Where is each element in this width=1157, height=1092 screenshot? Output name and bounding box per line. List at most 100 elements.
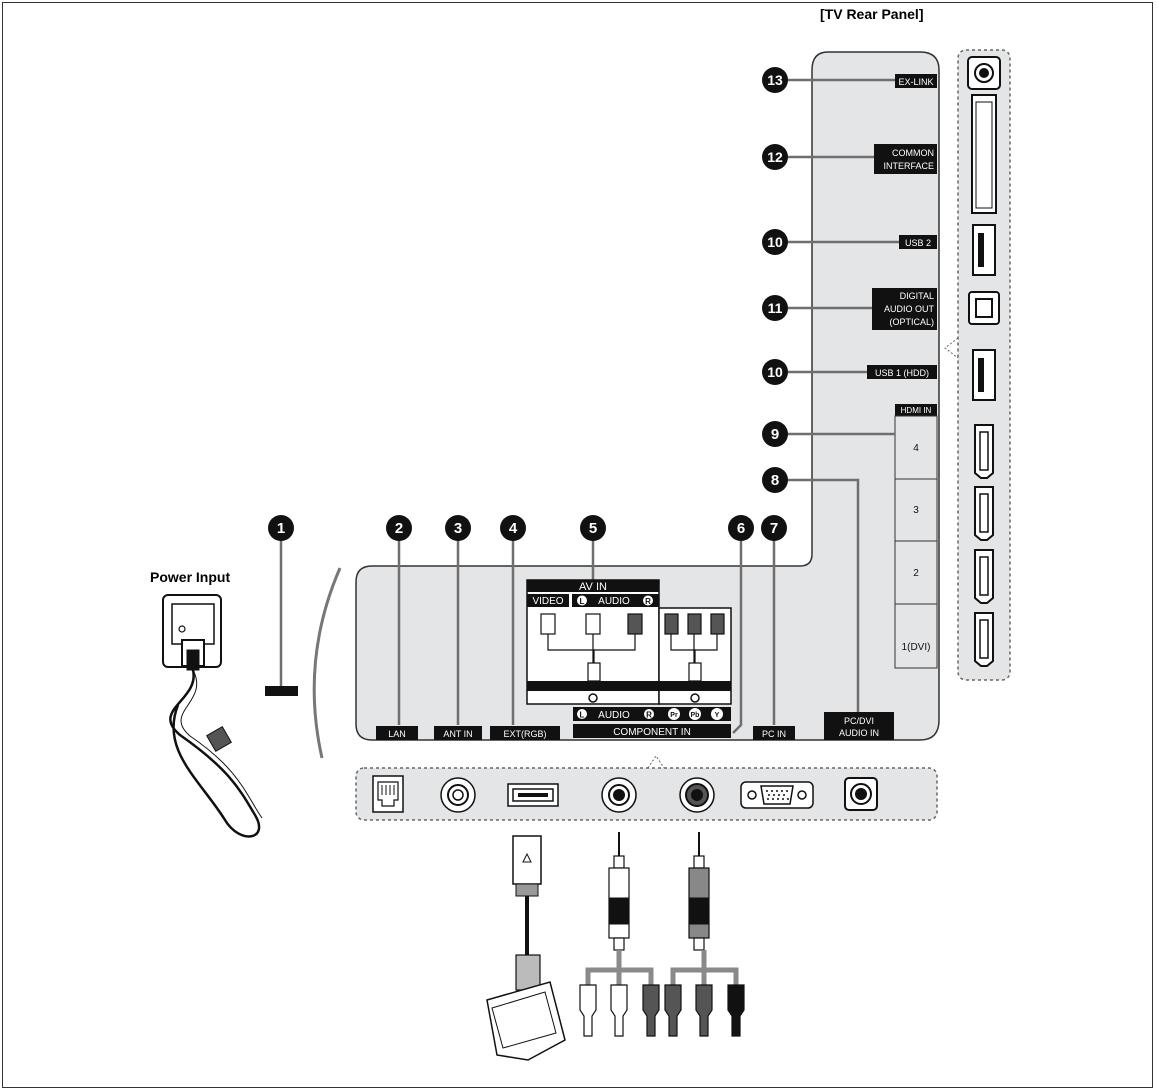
callout-2-number: 2 xyxy=(395,520,403,537)
power-input-illustration xyxy=(162,594,263,838)
rear-panel-body xyxy=(355,51,940,741)
scart-cable-illustration xyxy=(486,835,566,1061)
callout-5-number: 5 xyxy=(589,520,597,537)
leader-line-8 xyxy=(787,478,860,712)
lower-audio-r-badge xyxy=(644,709,654,719)
hdmi-port-2 xyxy=(974,549,994,604)
av-audio-r-letter: R xyxy=(645,597,651,606)
component-audio-jack-mark xyxy=(690,693,700,703)
ex-link-label-bg xyxy=(895,74,937,88)
common-interface-label-bg xyxy=(874,144,937,174)
callout-6: 6 xyxy=(728,515,754,541)
component-in-label: COMPONENT IN xyxy=(613,727,691,738)
av-audio-l-badge xyxy=(577,595,587,606)
usb2-port-tongue xyxy=(978,233,984,267)
pc-in-label: PC IN xyxy=(762,729,786,739)
common-interface-label-line1: COMMON xyxy=(892,148,934,158)
video-label: VIDEO xyxy=(532,596,563,607)
bottom-strip-pointer xyxy=(647,755,665,769)
component-in-label-bg xyxy=(573,724,731,738)
lower-audio-label: AUDIO xyxy=(598,710,630,721)
lan-label-bg xyxy=(376,726,418,740)
hdmi-port-label-1: 1(DVI) xyxy=(902,642,931,653)
pc-dvi-audio-label-line1: PC/DVI xyxy=(844,716,874,726)
ex-link-label: EX-LINK xyxy=(898,77,933,87)
component-audio-cable-illustration xyxy=(664,832,745,1037)
lower-audio-l-letter: L xyxy=(580,711,585,720)
callout-9: 9 xyxy=(762,421,788,447)
component-bar xyxy=(659,681,731,691)
av-in-bar xyxy=(527,681,659,691)
callout-10-usb2-number: 10 xyxy=(767,234,783,250)
digital-audio-label-line1: DIGITAL xyxy=(900,291,934,301)
ant-in-jack xyxy=(440,777,476,813)
callout-8-number: 8 xyxy=(771,472,779,489)
leader-line-6 xyxy=(732,540,743,734)
av-audio-label: AUDIO xyxy=(598,596,630,607)
av-audio-cable-illustration xyxy=(579,832,660,1037)
power-input-label: Power Input xyxy=(150,569,231,585)
pc-in-jack xyxy=(740,781,814,809)
component-pb-badge xyxy=(689,708,701,720)
callout-4: 4 xyxy=(500,515,526,541)
ext-rgb-jack xyxy=(507,783,559,807)
ex-link-jack-center xyxy=(979,68,989,78)
hdmi-column xyxy=(894,415,938,669)
callout-12-number: 12 xyxy=(767,149,783,165)
av-audio-l-letter: L xyxy=(580,597,585,606)
digital-audio-label-bg xyxy=(872,288,937,330)
lower-audio-label-bg xyxy=(573,707,659,721)
pc-in-label-bg xyxy=(753,726,795,740)
pc-dvi-audio-jack xyxy=(844,777,878,811)
callout-10-usb2: 10 xyxy=(762,229,788,255)
callout-11: 11 xyxy=(762,295,788,321)
usb2-label: USB 2 xyxy=(905,238,931,248)
pc-dvi-audio-label-bg xyxy=(824,712,894,740)
side-strip-pointer xyxy=(944,337,959,359)
component-y-letter: Y xyxy=(715,712,720,719)
hdmi-in-label: HDMI IN xyxy=(901,406,932,415)
component-cable-illustration xyxy=(664,613,725,682)
hdmi-port-3 xyxy=(974,486,994,541)
callout-11-number: 11 xyxy=(768,300,783,316)
av-in-cable-illustration xyxy=(540,613,643,682)
callout-12: 12 xyxy=(762,144,788,170)
lan-label: LAN xyxy=(388,729,406,739)
ant-in-label: ANT IN xyxy=(443,729,472,739)
optical-port-inner xyxy=(975,298,993,318)
hdmi-port-label-4: 4 xyxy=(913,443,919,454)
callout-9-number: 9 xyxy=(771,426,779,443)
usb1-label: USB 1 (HDD) xyxy=(875,368,929,378)
av-in-label: AV IN xyxy=(579,581,607,593)
hdmi-port-label-2: 2 xyxy=(913,568,919,579)
usb1-port-tongue xyxy=(978,358,984,392)
digital-audio-label-line2: AUDIO OUT xyxy=(884,304,935,314)
callout-6-number: 6 xyxy=(737,520,745,537)
av-audio-jack-mark xyxy=(588,693,598,703)
av-in-header xyxy=(527,580,659,592)
common-interface-slot-inner xyxy=(975,101,993,209)
av-audio-r-badge xyxy=(643,595,653,606)
panel-curve-mark xyxy=(312,567,342,759)
av-audio-label-bg xyxy=(572,594,659,607)
callout-7: 7 xyxy=(761,515,787,541)
callout-13-number: 13 xyxy=(767,72,783,88)
digital-audio-label-line3: (OPTICAL) xyxy=(889,317,934,327)
callout-10-usb1: 10 xyxy=(762,359,788,385)
panel-title: [TV Rear Panel] xyxy=(820,6,924,22)
component-pr-badge xyxy=(668,708,680,720)
callout-10-usb1-number: 10 xyxy=(767,364,783,380)
component-audio-jack xyxy=(679,777,715,813)
lower-audio-l-badge xyxy=(577,709,587,719)
usb2-label-bg xyxy=(899,235,937,249)
av-audio-jack xyxy=(601,777,637,813)
hdmi-in-label-bg xyxy=(895,404,937,416)
ext-rgb-label-bg xyxy=(490,726,560,740)
callout-8: 8 xyxy=(762,467,788,493)
pc-dvi-audio-label-line2: AUDIO IN xyxy=(839,728,879,738)
callout-2: 2 xyxy=(386,515,412,541)
hdmi-port-1 xyxy=(974,612,994,667)
hdmi-port-4 xyxy=(974,424,994,479)
